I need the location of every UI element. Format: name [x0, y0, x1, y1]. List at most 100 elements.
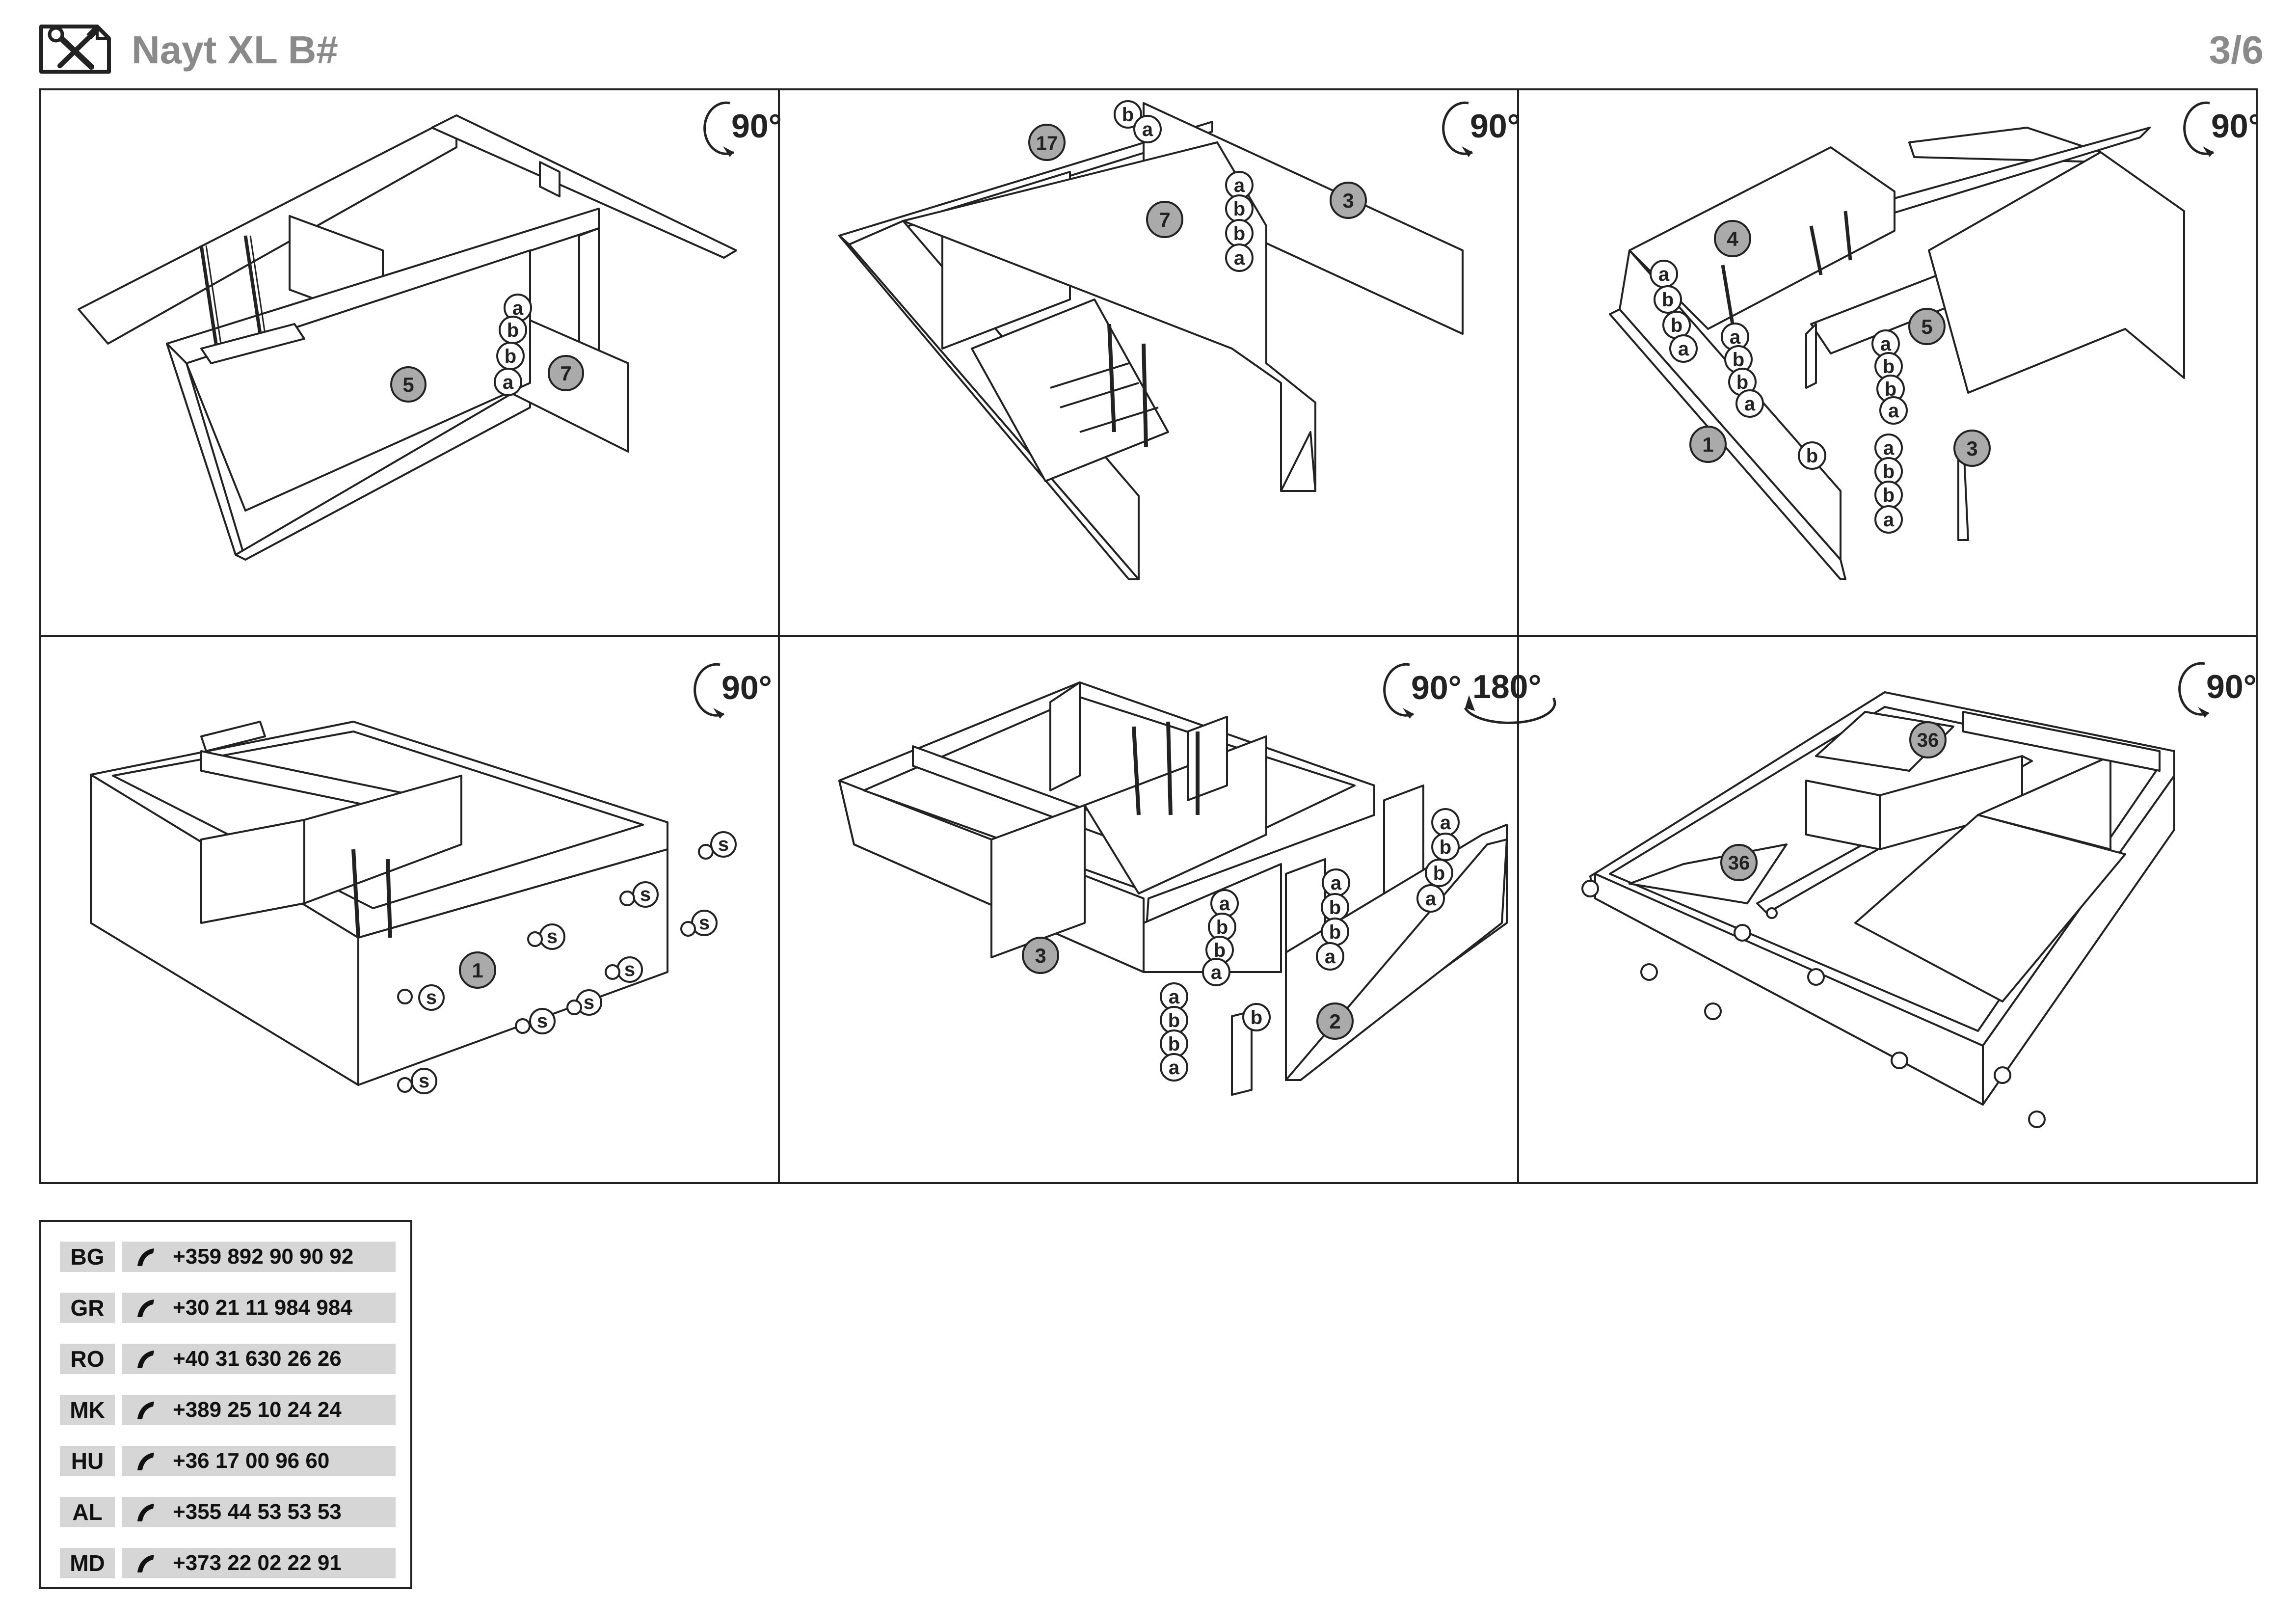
part-number: 3	[1342, 189, 1354, 212]
step-4-hardware: s s s s s s s s s	[411, 831, 737, 1094]
phone-cell: +389 25 10 24 24	[122, 1395, 396, 1425]
svg-text:a: a	[503, 372, 514, 393]
step-2-hardware: b a a b b a	[1114, 100, 1254, 272]
svg-text:b: b	[1440, 837, 1451, 858]
country-code: GR	[60, 1293, 115, 1323]
country-code: BG	[60, 1242, 115, 1272]
part-number: 7	[560, 362, 571, 385]
step-1-part-7: 7	[548, 355, 584, 391]
svg-text:s: s	[547, 926, 558, 947]
svg-text:b: b	[1329, 921, 1341, 943]
svg-text:s: s	[584, 992, 594, 1013]
svg-text:s: s	[640, 884, 651, 905]
country-code: HU	[60, 1446, 115, 1476]
svg-text:b: b	[1671, 315, 1682, 336]
svg-text:a: a	[1880, 333, 1892, 355]
phone-number[interactable]: +36 17 00 96 60	[173, 1449, 330, 1473]
phone-number[interactable]: +359 892 90 90 92	[173, 1245, 354, 1269]
step-5-panel	[838, 681, 1508, 1096]
phone-number[interactable]: +40 31 630 26 26	[173, 1347, 342, 1371]
part-number: 3	[1035, 944, 1046, 967]
svg-text:a: a	[1142, 119, 1153, 140]
phone-icon	[137, 1453, 154, 1470]
svg-text:b: b	[1214, 940, 1226, 961]
svg-text:b: b	[1216, 917, 1228, 938]
part-number: 3	[1966, 437, 1977, 460]
rotation-label: 90°	[731, 108, 782, 145]
country-code: MD	[60, 1548, 115, 1578]
svg-text:b: b	[1662, 289, 1674, 311]
step-5-rotation-180: 180°	[1464, 668, 1556, 724]
svg-text:a: a	[1169, 1057, 1180, 1079]
svg-text:s: s	[699, 912, 710, 934]
assembly-steps-grid: 90° 5 7 a b b a 90° 17	[39, 88, 2258, 1184]
part-number: 5	[1921, 315, 1932, 338]
rotation-label: 180°	[1472, 668, 1542, 705]
country-code: AL	[60, 1497, 115, 1527]
svg-text:b: b	[1806, 445, 1818, 467]
phone-number[interactable]: +355 44 53 53 53	[173, 1500, 342, 1524]
svg-text:s: s	[419, 1070, 429, 1092]
step-3-panel	[1609, 127, 2185, 580]
phone-cell: +40 31 630 26 26	[122, 1344, 396, 1374]
step-3-hardware: a b b a a b b a a b b a b a b b a	[1650, 260, 1908, 534]
svg-text:a: a	[1234, 247, 1245, 269]
svg-text:b: b	[505, 346, 516, 367]
svg-text:a: a	[512, 298, 524, 319]
step-2-part-3: 3	[1330, 182, 1367, 219]
svg-text:a: a	[1440, 812, 1451, 834]
svg-text:s: s	[624, 959, 635, 980]
country-code: MK	[60, 1395, 115, 1425]
svg-text:b: b	[1736, 372, 1748, 393]
tools-icon	[39, 25, 111, 74]
svg-text:a: a	[1211, 962, 1222, 983]
phone-number[interactable]: +389 25 10 24 24	[173, 1398, 342, 1422]
svg-text:b: b	[1733, 349, 1744, 371]
step-3-part-1: 1	[1689, 426, 1727, 463]
part-number: 7	[1159, 208, 1170, 231]
step-1-rotation: 90°	[705, 103, 782, 157]
svg-text:b: b	[1883, 461, 1895, 483]
part-number: 5	[402, 373, 414, 396]
svg-text:a: a	[1234, 175, 1245, 196]
phone-icon	[137, 1504, 154, 1521]
rotation-label: 90°	[721, 669, 772, 706]
step-6-screw-heads	[1581, 880, 2046, 1128]
svg-text:b: b	[507, 320, 519, 341]
svg-text:a: a	[1888, 400, 1899, 422]
svg-text:b: b	[1251, 1007, 1262, 1029]
step-2-rotation: 90°	[1443, 103, 1521, 157]
svg-text:b: b	[1122, 104, 1134, 126]
step-2-part-7: 7	[1146, 201, 1183, 238]
svg-text:s: s	[718, 834, 729, 855]
svg-text:b: b	[1433, 863, 1445, 884]
svg-text:a: a	[1883, 509, 1895, 531]
step-4-screw-heads	[397, 844, 714, 1093]
step-4-panel	[90, 721, 668, 1086]
phone-cell: +36 17 00 96 60	[122, 1446, 396, 1476]
phone-number[interactable]: +373 22 02 22 91	[173, 1551, 342, 1575]
step-2-part-17: 17	[1028, 124, 1066, 161]
step-5-hardware: a b b a a b b a a b b a b a b b a	[1160, 808, 1460, 1082]
part-number: 2	[1329, 1010, 1340, 1033]
step-5-part-2: 2	[1316, 1002, 1354, 1040]
phone-cell: +359 892 90 90 92	[122, 1242, 396, 1272]
svg-text:b: b	[1233, 223, 1245, 244]
part-number: 36	[1728, 852, 1750, 874]
step-6-part-36-left: 36	[1720, 844, 1758, 881]
svg-text:a: a	[1744, 393, 1756, 415]
step-1-panel	[78, 114, 737, 561]
step-5-rotation-90: 90°	[1385, 664, 1462, 719]
contact-table: BG +359 892 90 90 92 GR +30 21 11 984 98…	[39, 1220, 412, 1589]
rotation-label: 90°	[1470, 108, 1521, 145]
svg-text:a: a	[1169, 986, 1180, 1008]
step-6-rotation: 90°	[2180, 663, 2257, 718]
svg-text:b: b	[1168, 1010, 1180, 1031]
step-1-part-5: 5	[390, 366, 427, 403]
svg-text:b: b	[1233, 198, 1245, 220]
page-number: 3/6	[2209, 28, 2264, 72]
part-number: 36	[1917, 730, 1939, 751]
svg-text:a: a	[1331, 872, 1342, 894]
svg-text:a: a	[1325, 946, 1336, 968]
phone-number[interactable]: +30 21 11 984 984	[173, 1296, 352, 1320]
